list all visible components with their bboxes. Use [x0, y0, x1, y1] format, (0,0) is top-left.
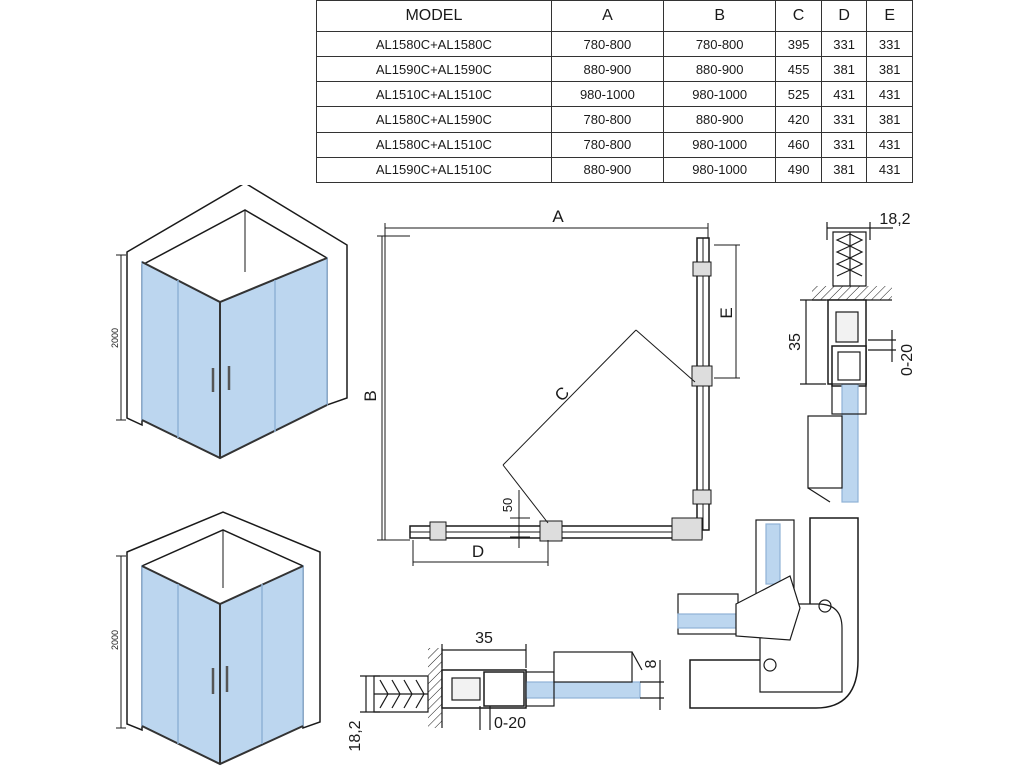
table-cell: 780-800 [550, 30, 665, 58]
glass-panel-left [141, 260, 221, 460]
detail-right-adjust-label: 0-20 [899, 344, 916, 376]
table-row: AL1580C+AL1510C 780-800 980-1000 460 331… [316, 131, 913, 158]
iso-bottom-height-label: 2000 [110, 630, 120, 650]
dimension-table: MODEL A B C D E AL1580C+AL1580C 780-800 … [316, 0, 913, 184]
table-header-row: MODEL A B C D E [316, 0, 913, 32]
dim-label-e: E [717, 307, 736, 318]
table-cell: 490 [775, 156, 822, 184]
table-row: AL1510C+AL1510C 980-1000 980-1000 525 43… [316, 81, 913, 108]
table-cell: 980-1000 [550, 81, 665, 108]
table-cell: 880-900 [550, 156, 665, 184]
table-cell: 381 [820, 56, 868, 83]
table-cell: 331 [820, 131, 868, 158]
col-header-b: B [663, 0, 777, 32]
table-cell: 780-800 [550, 106, 665, 133]
col-header-e: E [866, 0, 913, 32]
dim-label-d: D [472, 542, 484, 561]
corner-joint-detail [677, 517, 859, 709]
table-cell: 525 [775, 81, 822, 108]
glass-sheet [525, 681, 641, 699]
table-cell: 381 [866, 56, 913, 83]
glass-panel-right [219, 256, 328, 460]
table-cell: AL1590C+AL1590C [316, 56, 552, 83]
table-cell: AL1590C+AL1510C [316, 156, 552, 184]
table-row: AL1580C+AL1590C 780-800 880-900 420 331 … [316, 106, 913, 133]
iso-top-height-label: 2000 [110, 328, 120, 348]
table-cell: 395 [775, 30, 822, 58]
table-cell: 780-800 [663, 30, 777, 58]
table-cell: 331 [866, 30, 913, 58]
table-cell: 980-1000 [663, 156, 777, 184]
technical-drawing: 2000 2000 [110, 185, 916, 766]
shower-enclosure-iso-bottom [116, 511, 321, 766]
detail-right-depth-label: 35 [787, 333, 804, 351]
glass-panel-left [141, 564, 221, 766]
table-cell: 880-900 [663, 106, 777, 133]
glass-sheet [765, 523, 781, 585]
table-cell: 431 [866, 81, 913, 108]
table-cell: 460 [775, 131, 822, 158]
table-cell: 381 [820, 156, 868, 184]
table-row: AL1580C+AL1580C 780-800 780-800 395 331 … [316, 30, 913, 58]
table-cell: 431 [820, 81, 868, 108]
table-cell: 331 [820, 30, 868, 58]
detail-bottom-glass-label: 8 [643, 659, 660, 668]
table-cell: AL1580C+AL1580C [316, 30, 552, 58]
table-cell: 980-1000 [663, 81, 777, 108]
plan-view [377, 223, 740, 566]
dim-label-c: C [551, 383, 573, 405]
table-cell: AL1510C+AL1510C [316, 81, 552, 108]
table-row: AL1590C+AL1510C 880-900 980-1000 490 381… [316, 156, 913, 184]
table-row: AL1590C+AL1590C 880-900 880-900 455 381 … [316, 56, 913, 83]
detail-bottom-adjust-label: 0-20 [494, 715, 526, 732]
dim-label-50: 50 [500, 498, 515, 512]
dim-label-a: A [552, 207, 564, 226]
table-cell: AL1580C+AL1510C [316, 131, 552, 158]
wall-profile-detail-bottom [360, 644, 664, 730]
detail-bottom-width-label: 18,2 [347, 720, 364, 751]
table-cell: 431 [866, 131, 913, 158]
col-header-d: D [820, 0, 868, 32]
table-cell: 381 [866, 106, 913, 133]
table-cell: AL1580C+AL1590C [316, 106, 552, 133]
glass-sheet [841, 383, 859, 503]
col-header-a: A [550, 0, 665, 32]
detail-right-width-label: 18,2 [879, 211, 910, 228]
col-header-c: C [775, 0, 822, 32]
table-cell: 880-900 [550, 56, 665, 83]
shower-enclosure-iso-top [116, 185, 348, 460]
wall-profile-detail-right [800, 222, 896, 503]
glass-sheet [677, 613, 739, 629]
dim-label-b: B [361, 390, 380, 401]
table-cell: 431 [866, 156, 913, 184]
table-cell: 780-800 [550, 131, 665, 158]
detail-bottom-depth-label: 35 [475, 630, 493, 647]
table-cell: 980-1000 [663, 131, 777, 158]
table-cell: 420 [775, 106, 822, 133]
table-cell: 455 [775, 56, 822, 83]
table-cell: 880-900 [663, 56, 777, 83]
col-header-model: MODEL [316, 0, 552, 32]
table-cell: 331 [820, 106, 868, 133]
